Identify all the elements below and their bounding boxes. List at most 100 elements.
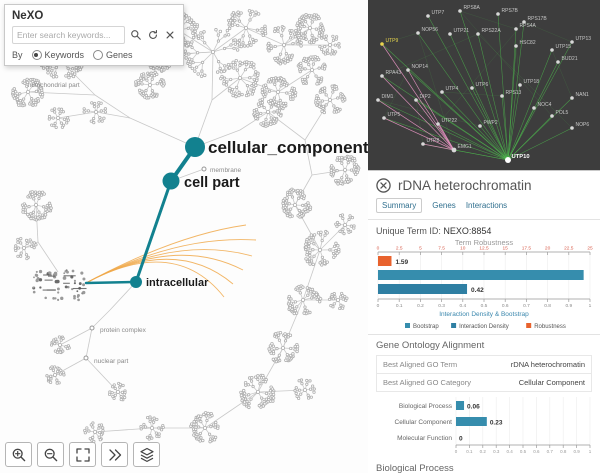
tree-leaf-node[interactable]: [189, 42, 193, 47]
cluster-node[interactable]: [48, 271, 51, 274]
tree-leaf-node[interactable]: [243, 68, 248, 72]
tree-leaf-node[interactable]: [280, 345, 285, 350]
tree-leaf-node[interactable]: [285, 199, 289, 203]
tree-leaf-node[interactable]: [216, 33, 220, 37]
tree-leaf-node[interactable]: [296, 188, 300, 193]
tree-leaf-node[interactable]: [151, 92, 155, 96]
tree-leaf-node[interactable]: [29, 212, 33, 216]
tree-leaf-node[interactable]: [322, 261, 327, 265]
cluster-node[interactable]: [35, 278, 39, 283]
tree-leaf-node[interactable]: [293, 308, 297, 313]
tree-leaf-node[interactable]: [152, 73, 157, 78]
tree-leaf-node[interactable]: [239, 11, 243, 15]
clear-icon[interactable]: [163, 29, 176, 42]
tree-node[interactable]: [89, 325, 95, 331]
tree-leaf-node[interactable]: [295, 394, 299, 398]
cluster-node[interactable]: [76, 290, 79, 293]
tree-leaf-node[interactable]: [325, 260, 329, 264]
tree-leaf-node[interactable]: [237, 14, 241, 18]
tree-leaf-node[interactable]: [150, 77, 154, 81]
tree-leaf-node[interactable]: [299, 44, 303, 48]
tree-leaf-node[interactable]: [16, 246, 21, 250]
tree-leaf-node[interactable]: [280, 34, 284, 38]
tree-leaf-node[interactable]: [53, 349, 57, 353]
tree-leaf-node[interactable]: [275, 347, 279, 351]
tree-leaf-node[interactable]: [44, 208, 48, 212]
tree-leaf-node[interactable]: [348, 214, 352, 218]
tree-leaf-node[interactable]: [246, 383, 250, 387]
tree-leaf-node[interactable]: [49, 380, 53, 384]
gene-node-label[interactable]: NOP6: [576, 122, 590, 128]
tree-leaf-node[interactable]: [260, 97, 265, 102]
tree-leaf-node[interactable]: [307, 40, 312, 44]
tree-leaf-node[interactable]: [306, 396, 311, 400]
tree-leaf-node[interactable]: [92, 121, 96, 125]
tree-leaf-node[interactable]: [347, 230, 351, 234]
tree-leaf-node[interactable]: [16, 240, 20, 244]
tree-leaf-node[interactable]: [267, 89, 272, 93]
tree-leaf-node[interactable]: [340, 176, 344, 180]
tree-leaf-node[interactable]: [247, 401, 251, 406]
tree-leaf-node[interactable]: [318, 261, 322, 265]
tree-leaf-node[interactable]: [282, 57, 286, 61]
tree-leaf-node[interactable]: [334, 248, 338, 253]
tree-leaf-node[interactable]: [265, 110, 270, 115]
tree-leaf-node[interactable]: [329, 168, 334, 173]
tree-leaf-node[interactable]: [316, 79, 320, 83]
tree-leaf-node[interactable]: [312, 390, 316, 394]
tree-leaf-node[interactable]: [61, 336, 65, 341]
tree-leaf-node[interactable]: [59, 107, 64, 111]
tree-leaf-node[interactable]: [159, 428, 164, 432]
tree-leaf-node[interactable]: [269, 105, 273, 109]
tree-leaf-node[interactable]: [287, 202, 291, 206]
tree-leaf-node[interactable]: [311, 62, 315, 66]
tree-leaf-node[interactable]: [233, 91, 237, 95]
tree-leaf-node[interactable]: [225, 28, 230, 33]
tree-leaf-node[interactable]: [341, 297, 345, 301]
tree-leaf-node[interactable]: [303, 20, 308, 24]
tree-leaf-node[interactable]: [110, 391, 114, 395]
tree-leaf-node[interactable]: [290, 195, 295, 199]
gene-node[interactable]: [518, 83, 522, 87]
close-icon[interactable]: [376, 178, 391, 193]
tree-leaf-node[interactable]: [269, 392, 273, 396]
tree-leaf-node[interactable]: [252, 86, 256, 91]
tree-leaf-node[interactable]: [249, 43, 253, 47]
tree-leaf-node[interactable]: [348, 157, 352, 162]
tree-leaf-node[interactable]: [193, 29, 197, 34]
tree-leaf-node[interactable]: [216, 426, 220, 430]
tree-leaf-node[interactable]: [289, 31, 293, 36]
tree-leaf-node[interactable]: [332, 52, 336, 56]
tree-leaf-node[interactable]: [299, 378, 304, 382]
tree-leaf-node[interactable]: [283, 332, 287, 336]
tree-leaf-node[interactable]: [272, 117, 277, 121]
tree-leaf-node[interactable]: [299, 64, 303, 68]
gene-node-label[interactable]: NOC4: [538, 102, 552, 108]
tree-leaf-node[interactable]: [307, 62, 311, 67]
tree-leaf-node[interactable]: [264, 92, 268, 96]
tree-leaf-node[interactable]: [145, 78, 149, 82]
tree-leaf-node[interactable]: [264, 397, 268, 401]
tree-leaf-node[interactable]: [24, 238, 29, 243]
gene-node-label[interactable]: DIP2: [420, 94, 431, 100]
tree-leaf-node[interactable]: [140, 89, 144, 93]
cluster-node[interactable]: [62, 276, 67, 280]
tree-leaf-node[interactable]: [299, 40, 303, 45]
tree-leaf-node[interactable]: [236, 23, 240, 28]
tree-leaf-node[interactable]: [54, 74, 59, 79]
tree-leaf-node[interactable]: [148, 419, 152, 424]
tree-leaf-node[interactable]: [34, 202, 39, 207]
tree-leaf-node[interactable]: [61, 110, 65, 114]
tree-leaf-node[interactable]: [272, 119, 276, 123]
tree-leaf-node[interactable]: [229, 77, 233, 82]
tree-leaf-node[interactable]: [237, 93, 241, 98]
cluster-node[interactable]: [80, 271, 84, 275]
tree-leaf-node[interactable]: [21, 245, 26, 250]
tree-leaf-node[interactable]: [155, 82, 159, 86]
tree-leaf-node[interactable]: [34, 89, 38, 93]
tree-leaf-node[interactable]: [103, 110, 108, 114]
tree-leaf-node[interactable]: [237, 19, 242, 23]
gene-node[interactable]: [556, 60, 560, 64]
tree-leaf-node[interactable]: [152, 420, 156, 424]
gene-node[interactable]: [496, 12, 500, 16]
